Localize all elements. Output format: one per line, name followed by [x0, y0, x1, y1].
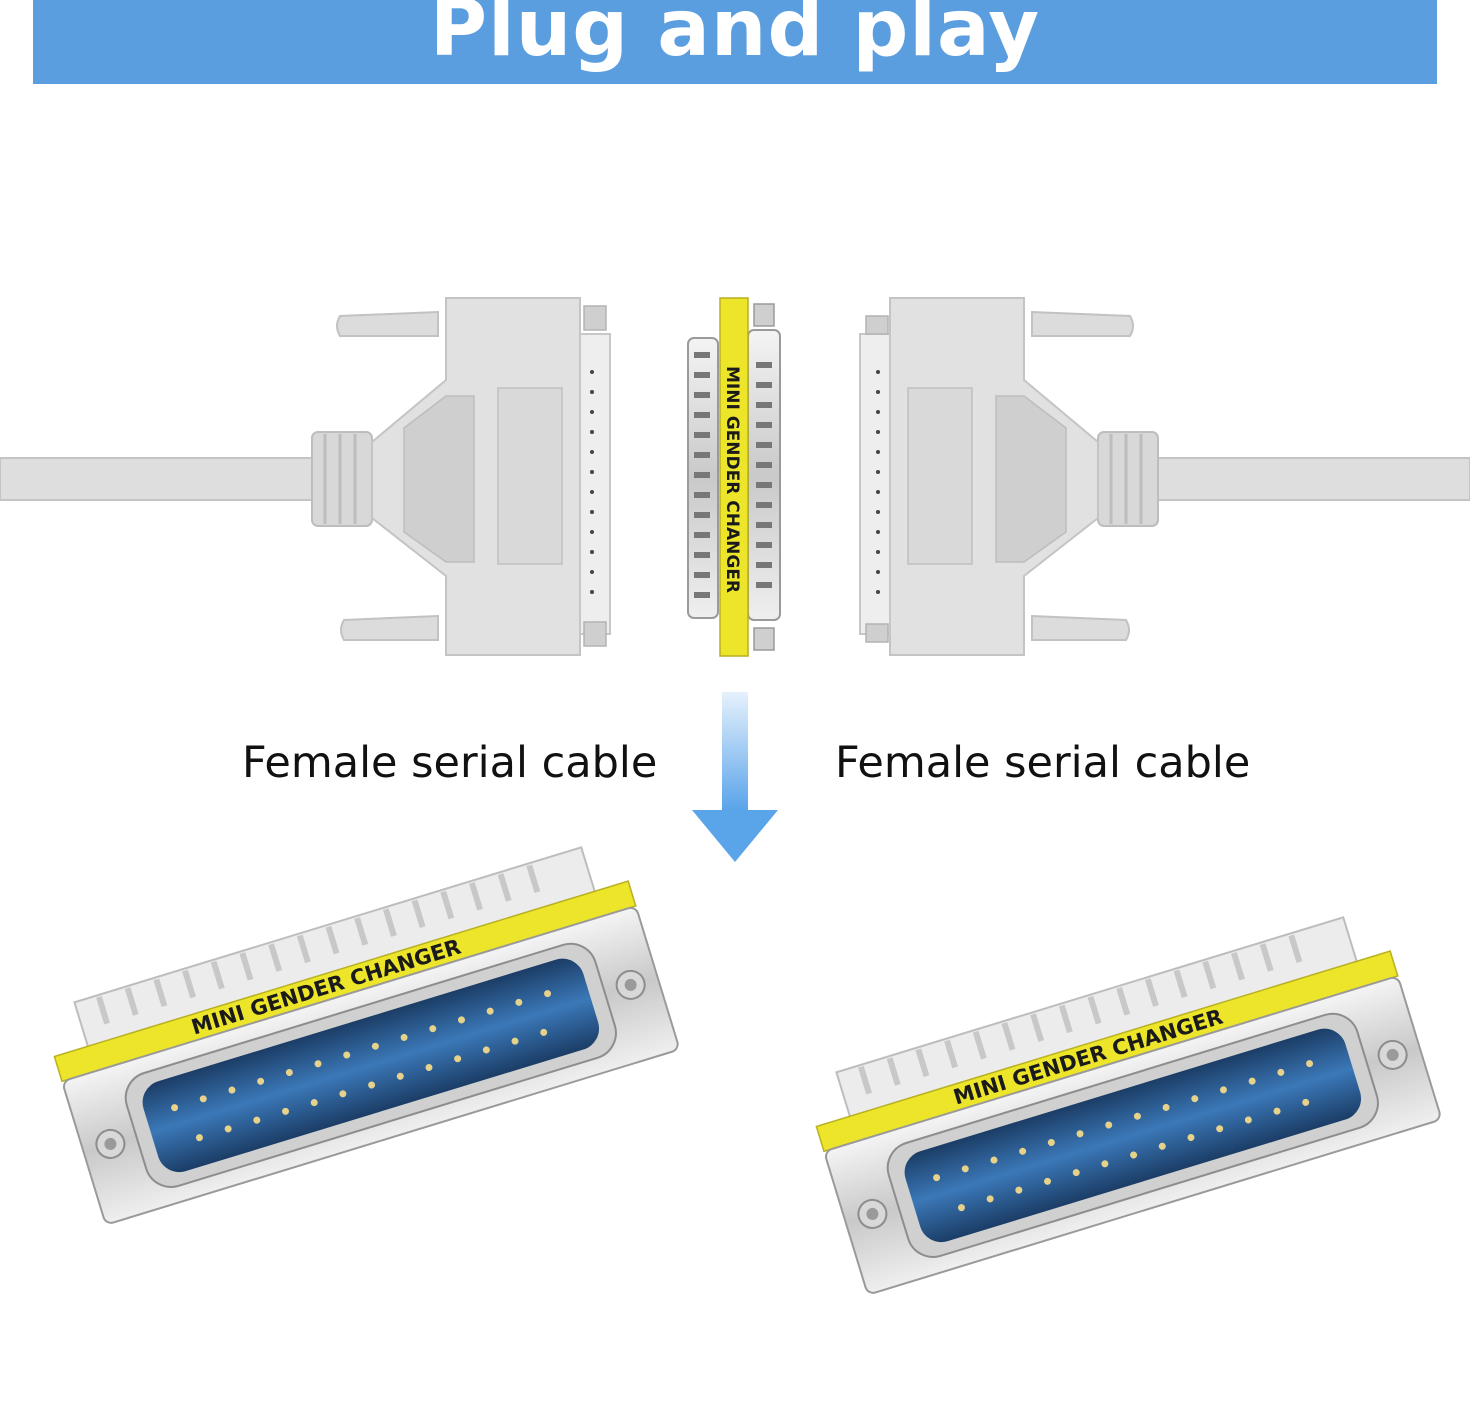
left-changer-screw-left	[95, 1128, 126, 1159]
right-changer-screw-right	[1377, 1039, 1408, 1070]
right-changer-screw-left	[857, 1198, 888, 1229]
right-serial-cable	[859, 297, 1470, 656]
right-strain-relief	[1097, 431, 1159, 527]
page-title: Plug and play	[429, 0, 1041, 74]
caption-right: Female serial cable	[835, 738, 1251, 788]
arrow-down-icon	[692, 692, 778, 862]
center-changer-label: MINI GENDER CHANGER	[722, 366, 742, 593]
center-gender-changer: MINI GENDER CHANGER	[687, 297, 781, 657]
left-strain-relief	[311, 431, 373, 527]
caption-left: Female serial cable	[242, 738, 658, 788]
left-changer-screw-right	[615, 969, 646, 1000]
gender-changer-left: MINI GENDER CHANGER	[53, 846, 679, 1224]
left-serial-cable	[0, 297, 611, 656]
gender-changer-right: MINI GENDER CHANGER	[815, 916, 1441, 1294]
header-banner: Plug and play	[33, 0, 1437, 84]
